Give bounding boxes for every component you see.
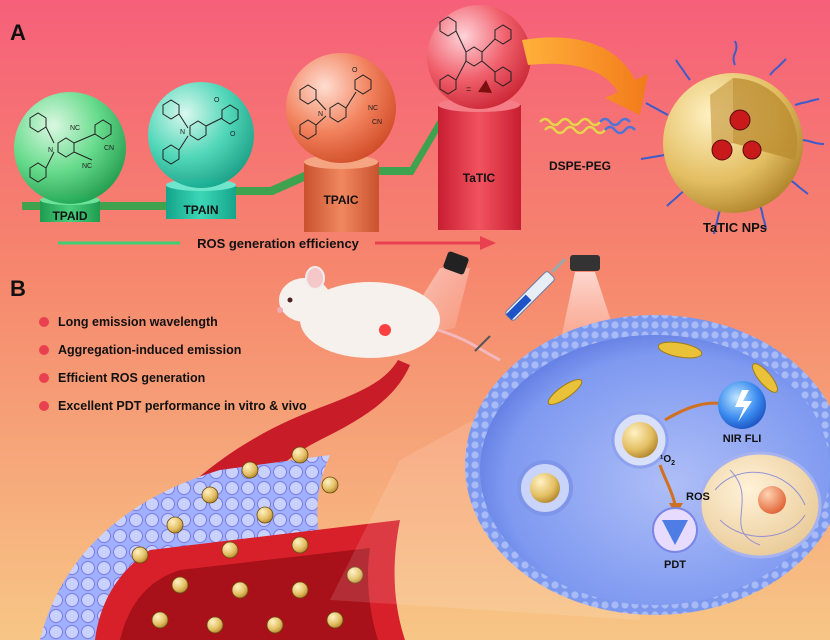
tpain-o-atom-2: O <box>230 131 236 138</box>
feature-item: Efficient ROS generation <box>58 371 205 385</box>
tatic-pyramid-icon <box>478 80 492 93</box>
dspe-peg-label: DSPE-PEG <box>549 159 611 173</box>
tpaic-o-atom: O <box>352 67 358 74</box>
pillar-tatic <box>438 98 521 230</box>
sphere-tpaic: N O NC CN <box>286 53 396 163</box>
efficiency-label: ROS generation efficiency <box>197 236 360 251</box>
feature-item: Long emission wavelength <box>58 315 218 329</box>
nucleolus <box>758 486 786 514</box>
ros-label: ROS <box>686 491 710 503</box>
feature-bullet-icon <box>39 317 49 327</box>
feature-list: Long emission wavelength Aggregation-ind… <box>39 315 307 413</box>
mitochondrion <box>752 363 778 393</box>
cell <box>465 315 830 615</box>
tpaic-nc-atom: NC <box>368 105 378 112</box>
tpaid-cn-atom: CN <box>104 145 114 152</box>
feature-bullet-icon <box>39 373 49 383</box>
mitochondrion <box>657 341 703 359</box>
panel-label-b: B <box>10 276 26 301</box>
sphere-tatic: = <box>427 5 531 109</box>
vessel-nanoparticles <box>131 446 364 634</box>
tpaid-nc-atom-1: NC <box>70 125 80 132</box>
pdt-label: PDT <box>664 559 686 571</box>
tpaid-n-atom: N <box>48 147 53 154</box>
tpain-label: TPAIN <box>183 203 218 217</box>
feature-item: Aggregation-induced emission <box>58 343 241 357</box>
blood-vessel <box>40 360 410 640</box>
tpaic-cn-atom: CN <box>372 119 382 126</box>
mitochondrion <box>547 379 583 405</box>
staircase-platform <box>22 108 520 210</box>
tatic-nps-label: TaTIC NPs <box>703 220 767 235</box>
endosome-nanoparticle <box>530 473 560 503</box>
feature-bullet-icon <box>39 401 49 411</box>
dspe-peg-chain <box>539 117 636 135</box>
tatic-nanoparticle <box>640 40 825 235</box>
central-nanoparticle <box>622 422 658 458</box>
tatic-label: TaTIC <box>463 171 496 185</box>
singlet-oxygen-label: ¹O2 <box>660 454 675 467</box>
pdt-cone-icon <box>662 520 688 545</box>
efficiency-arrow <box>58 236 496 250</box>
panel-label-a: A <box>10 20 26 45</box>
feature-item: Excellent PDT performance in vitro & viv… <box>58 399 307 413</box>
tpain-o-atom-1: O <box>214 97 220 104</box>
nir-fli-label: NIR FLI <box>723 433 762 445</box>
assembly-arrow <box>522 37 648 115</box>
tpaic-n-atom: N <box>318 111 323 118</box>
tpaid-nc-atom-2: NC <box>82 163 92 170</box>
tpaic-label: TPAIC <box>323 193 358 207</box>
lightning-icon <box>735 390 752 422</box>
tpain-n-atom: N <box>180 129 185 136</box>
tatic-equals-sign: = <box>466 84 471 94</box>
syringe-icon <box>474 257 567 352</box>
tpaid-label: TPAID <box>52 209 87 223</box>
mouse-illustration <box>277 266 501 362</box>
feature-bullet-icon <box>39 345 49 355</box>
arrow-to-ros <box>658 464 677 506</box>
sphere-tpain: N O O <box>148 82 254 188</box>
sphere-tpaid: N NC NC CN <box>14 92 126 204</box>
